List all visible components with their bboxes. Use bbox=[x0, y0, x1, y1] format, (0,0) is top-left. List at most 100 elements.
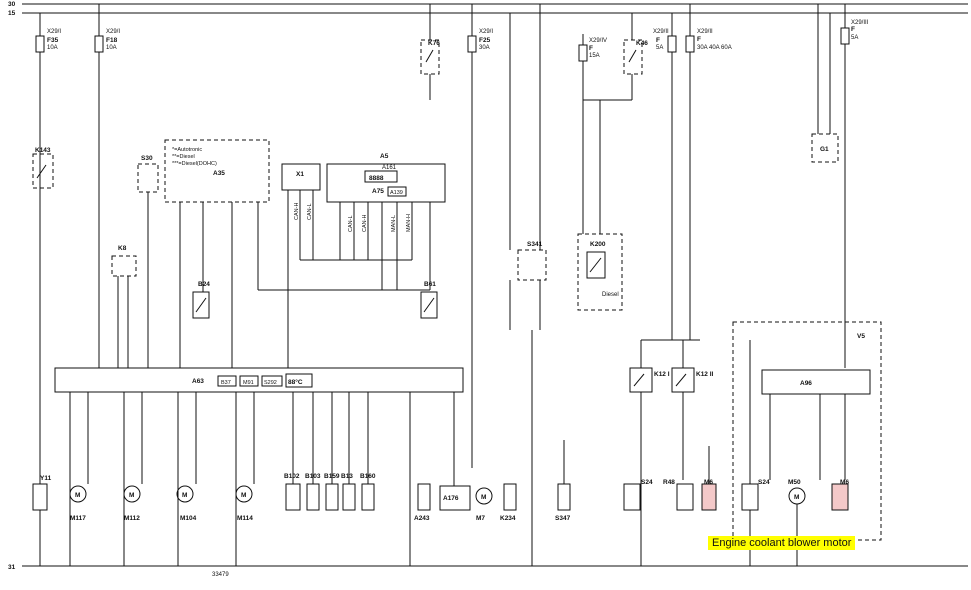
relay-k12-ii: K12 II bbox=[671, 340, 714, 480]
module-a35: *=Autotronic **=Diesel ***=Diesel(DOHC) … bbox=[164, 139, 270, 368]
svg-text:A75: A75 bbox=[372, 188, 384, 195]
svg-text:A35: A35 bbox=[213, 170, 225, 177]
rail-30-label: 30 bbox=[8, 1, 16, 8]
rail-31-label: 31 bbox=[8, 564, 16, 571]
svg-text:A139: A139 bbox=[390, 190, 403, 196]
svg-text:V5: V5 bbox=[857, 333, 865, 340]
svg-text:S341: S341 bbox=[527, 241, 543, 248]
rail-15-label: 15 bbox=[8, 10, 16, 17]
svg-text:X1: X1 bbox=[296, 171, 304, 178]
svg-text:F: F bbox=[851, 26, 855, 33]
wiring bbox=[69, 330, 798, 566]
fuse-x29-ii-main: X29/II F 30A 40A 60A bbox=[685, 4, 732, 340]
svg-text:F: F bbox=[656, 37, 660, 44]
svg-text:5A: 5A bbox=[656, 45, 663, 51]
svg-text:15A: 15A bbox=[589, 53, 600, 59]
svg-text:F: F bbox=[589, 45, 593, 52]
page-number: 33479 bbox=[212, 572, 229, 578]
svg-text:A243: A243 bbox=[414, 515, 430, 522]
svg-text:F35: F35 bbox=[47, 37, 59, 44]
svg-text:MAN-H: MAN-H bbox=[406, 214, 412, 232]
svg-text:K200: K200 bbox=[590, 241, 606, 248]
svg-text:K76: K76 bbox=[428, 40, 440, 47]
fuse-f18: X29/I F18 10A bbox=[94, 4, 120, 368]
switch-s30: S30 bbox=[137, 155, 159, 368]
relay-k8: K8 bbox=[111, 245, 137, 368]
module-a63: A63 B37 M91 S292 88°C bbox=[54, 367, 464, 393]
svg-text:M91: M91 bbox=[243, 380, 254, 386]
svg-text:MAN-L: MAN-L bbox=[391, 215, 397, 232]
svg-text:B24: B24 bbox=[198, 281, 210, 288]
sensor-b24: B24 bbox=[192, 281, 210, 319]
svg-text:K234: K234 bbox=[500, 515, 516, 522]
svg-text:CAN-H: CAN-H bbox=[362, 215, 368, 232]
svg-text:X29/III: X29/III bbox=[851, 20, 869, 26]
module-a5: A5 A161 8888 A75 A139 CAN-L CAN-H MAN-L … bbox=[326, 153, 446, 290]
svg-text:M: M bbox=[129, 492, 134, 499]
svg-text:M: M bbox=[794, 494, 799, 501]
svg-text:K143: K143 bbox=[35, 147, 51, 154]
svg-text:M6: M6 bbox=[840, 479, 849, 486]
svg-text:X29/I: X29/I bbox=[47, 29, 61, 35]
svg-text:K12 I: K12 I bbox=[654, 371, 670, 378]
callout-label: Engine coolant blower motor bbox=[708, 536, 856, 550]
svg-text:Diesel: Diesel bbox=[602, 292, 619, 298]
relay-k46: K46 bbox=[583, 13, 648, 101]
fuse-x29-iii: X29/III F 5A bbox=[840, 4, 869, 368]
switch-s341: S341 bbox=[509, 4, 547, 330]
svg-text:CAN-L: CAN-L bbox=[307, 203, 313, 220]
svg-text:K12 II: K12 II bbox=[696, 371, 714, 378]
svg-text:10A: 10A bbox=[106, 45, 117, 51]
connector-x1: X1 CAN-H CAN-L bbox=[281, 163, 321, 368]
svg-text:A96: A96 bbox=[800, 380, 812, 387]
svg-text:G1: G1 bbox=[820, 146, 829, 153]
svg-text:X29/II: X29/II bbox=[653, 29, 669, 35]
svg-text:30A: 30A bbox=[479, 45, 490, 51]
svg-text:S347: S347 bbox=[555, 515, 571, 522]
svg-text:M: M bbox=[241, 492, 246, 499]
fuse-f25: X29/I F25 30A bbox=[467, 4, 493, 468]
svg-text:F18: F18 bbox=[106, 37, 118, 44]
relay-k143: K143 bbox=[32, 147, 54, 189]
svg-text:M104: M104 bbox=[180, 515, 197, 522]
y11-box bbox=[32, 483, 48, 511]
svg-text:S24: S24 bbox=[758, 479, 770, 486]
svg-text:A63: A63 bbox=[192, 378, 204, 385]
relay-k200: K200 Diesel bbox=[577, 100, 623, 311]
svg-text:Y11: Y11 bbox=[40, 475, 52, 482]
svg-text:8888: 8888 bbox=[369, 175, 384, 182]
g1-box: G1 bbox=[811, 4, 839, 163]
svg-text:R48: R48 bbox=[663, 479, 675, 486]
svg-text:B102: B102 bbox=[284, 473, 300, 480]
svg-text:B61: B61 bbox=[424, 281, 436, 288]
svg-text:88°C: 88°C bbox=[288, 378, 303, 386]
svg-text:A176: A176 bbox=[443, 495, 459, 502]
svg-text:A5: A5 bbox=[380, 153, 389, 160]
m104-motor bbox=[176, 485, 194, 503]
svg-text:CAN-H: CAN-H bbox=[294, 203, 300, 220]
svg-text:30A 40A 60A: 30A 40A 60A bbox=[697, 45, 732, 51]
svg-text:M: M bbox=[182, 492, 187, 499]
svg-text:X29/IV: X29/IV bbox=[589, 38, 607, 44]
svg-text:M112: M112 bbox=[124, 515, 140, 522]
svg-text:10A: 10A bbox=[47, 45, 58, 51]
svg-text:B37: B37 bbox=[221, 380, 231, 386]
svg-text:A161: A161 bbox=[382, 165, 397, 171]
svg-text:X29/I: X29/I bbox=[106, 29, 120, 35]
svg-text:M114: M114 bbox=[237, 515, 253, 522]
svg-text:M117: M117 bbox=[70, 515, 86, 522]
svg-text:K8: K8 bbox=[118, 245, 127, 252]
svg-text:CAN-L: CAN-L bbox=[348, 215, 354, 232]
svg-text:K46: K46 bbox=[636, 40, 648, 47]
svg-text:***=Diesel(DOHC): ***=Diesel(DOHC) bbox=[172, 161, 217, 167]
svg-text:S30: S30 bbox=[141, 155, 153, 162]
bottom-components: Y11 M M117 M M112 M M104 M M114 B102 B10… bbox=[32, 473, 849, 522]
svg-text:F: F bbox=[697, 36, 701, 43]
relay-k76: K76 bbox=[420, 4, 440, 100]
svg-text:5A: 5A bbox=[851, 35, 858, 41]
svg-text:**=Diesel: **=Diesel bbox=[172, 154, 195, 160]
module-v5: V5 A96 bbox=[732, 321, 882, 541]
fuse-f35: X29/I F35 10A bbox=[35, 13, 61, 566]
